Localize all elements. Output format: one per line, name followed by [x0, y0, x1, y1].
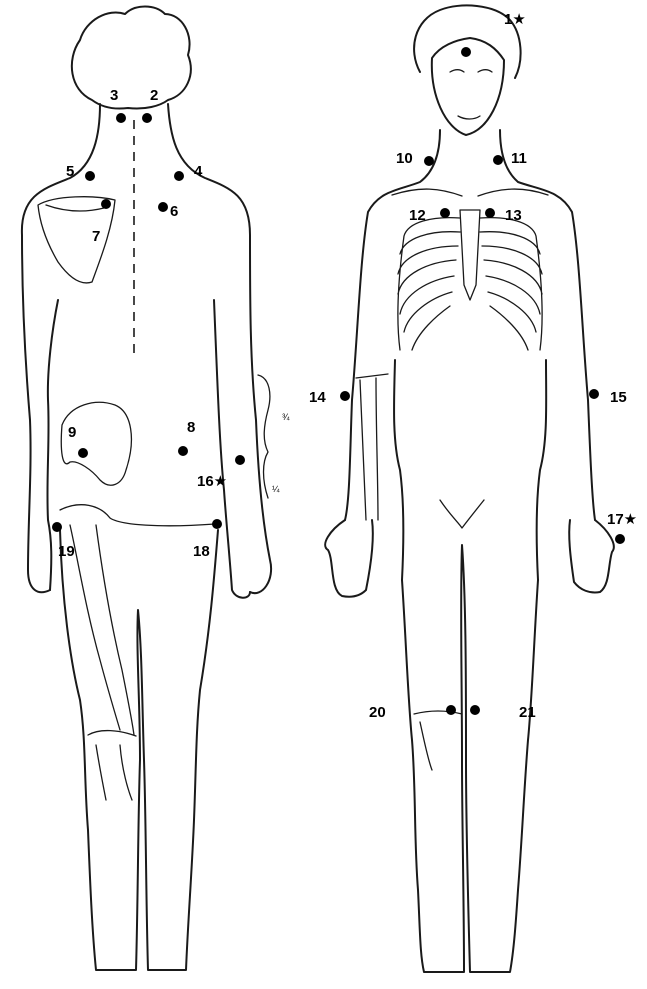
back-body-outline — [22, 104, 271, 593]
tender-point-label-6: 6 — [170, 203, 178, 220]
front-torso-sides — [394, 360, 546, 580]
tender-point-label-20: 20 — [369, 704, 386, 721]
tender-point-label-19: 19 — [58, 543, 75, 560]
tender-point-dot-4[interactable] — [174, 171, 184, 181]
tender-point-dot-7[interactable] — [101, 199, 111, 209]
tender-point-label-9: 9 — [68, 424, 76, 441]
tender-point-label-3: 3 — [110, 87, 118, 104]
front-legs-outline — [402, 545, 538, 972]
front-sternum — [460, 210, 480, 300]
front-forearm-bones — [356, 374, 388, 520]
tender-point-label-18: 18 — [193, 543, 210, 560]
back-left-arm — [47, 300, 58, 590]
tender-point-dot-16[interactable] — [235, 455, 245, 465]
tender-point-label-14: 14 — [309, 389, 326, 406]
front-knee-joint — [414, 711, 462, 770]
tender-point-label-11: 11 — [511, 150, 527, 167]
tender-point-dot-15[interactable] — [589, 389, 599, 399]
tender-point-dot-13[interactable] — [485, 208, 495, 218]
front-view-figure — [325, 5, 614, 972]
front-right-hand — [569, 520, 614, 593]
tender-point-dot-1[interactable] — [461, 47, 471, 57]
tender-point-label-5: 5 — [66, 163, 74, 180]
bracket-mark-upper: ¾ — [282, 412, 290, 422]
front-clavicles — [392, 189, 548, 196]
tender-point-label-2: 2 — [150, 87, 158, 104]
tender-point-label-16: 16★ — [197, 473, 227, 490]
front-mouth — [458, 116, 480, 119]
tender-point-dot-3[interactable] — [116, 113, 126, 123]
back-scapula — [38, 197, 115, 283]
front-eyes — [450, 70, 492, 72]
tender-point-dot-14[interactable] — [340, 391, 350, 401]
tender-point-dot-20[interactable] — [446, 705, 456, 715]
front-ribs-right — [480, 218, 542, 350]
tender-point-label-15: 15 — [610, 389, 627, 406]
tender-point-dot-8[interactable] — [178, 446, 188, 456]
tender-point-label-17: 17★ — [607, 511, 637, 528]
front-pelvis-line — [440, 500, 484, 528]
back-view-figure — [22, 7, 271, 971]
tender-point-label-12: 12 — [409, 207, 426, 224]
tender-point-dot-6[interactable] — [158, 202, 168, 212]
tender-point-dot-5[interactable] — [85, 171, 95, 181]
tender-point-label-10: 10 — [396, 150, 413, 167]
front-body-outline — [345, 130, 595, 520]
tender-point-dot-12[interactable] — [440, 208, 450, 218]
tender-point-label-7: 7 — [92, 228, 100, 245]
front-ribs-left — [398, 218, 460, 350]
tender-point-label-8: 8 — [187, 419, 195, 436]
front-left-hand — [325, 520, 373, 597]
tender-point-label-21: 21 — [519, 704, 536, 721]
tender-point-dot-9[interactable] — [78, 448, 88, 458]
tender-point-label-4: 4 — [194, 163, 203, 180]
back-right-arm — [214, 300, 250, 598]
tender-point-label-1: 1★ — [504, 11, 526, 28]
back-legs-outline — [60, 530, 218, 970]
tender-point-label-13: 13 — [505, 207, 522, 224]
tender-point-dot-21[interactable] — [470, 705, 480, 715]
tender-point-dot-17[interactable] — [615, 534, 625, 544]
tender-point-dot-10[interactable] — [424, 156, 434, 166]
back-knee-joint — [88, 731, 136, 800]
back-head-outline — [72, 7, 191, 109]
tender-point-dot-2[interactable] — [142, 113, 152, 123]
tender-point-dot-11[interactable] — [493, 155, 503, 165]
tender-point-dot-18[interactable] — [212, 519, 222, 529]
bracket-mark-lower: ¼ — [272, 484, 280, 494]
tender-point-dot-19[interactable] — [52, 522, 62, 532]
